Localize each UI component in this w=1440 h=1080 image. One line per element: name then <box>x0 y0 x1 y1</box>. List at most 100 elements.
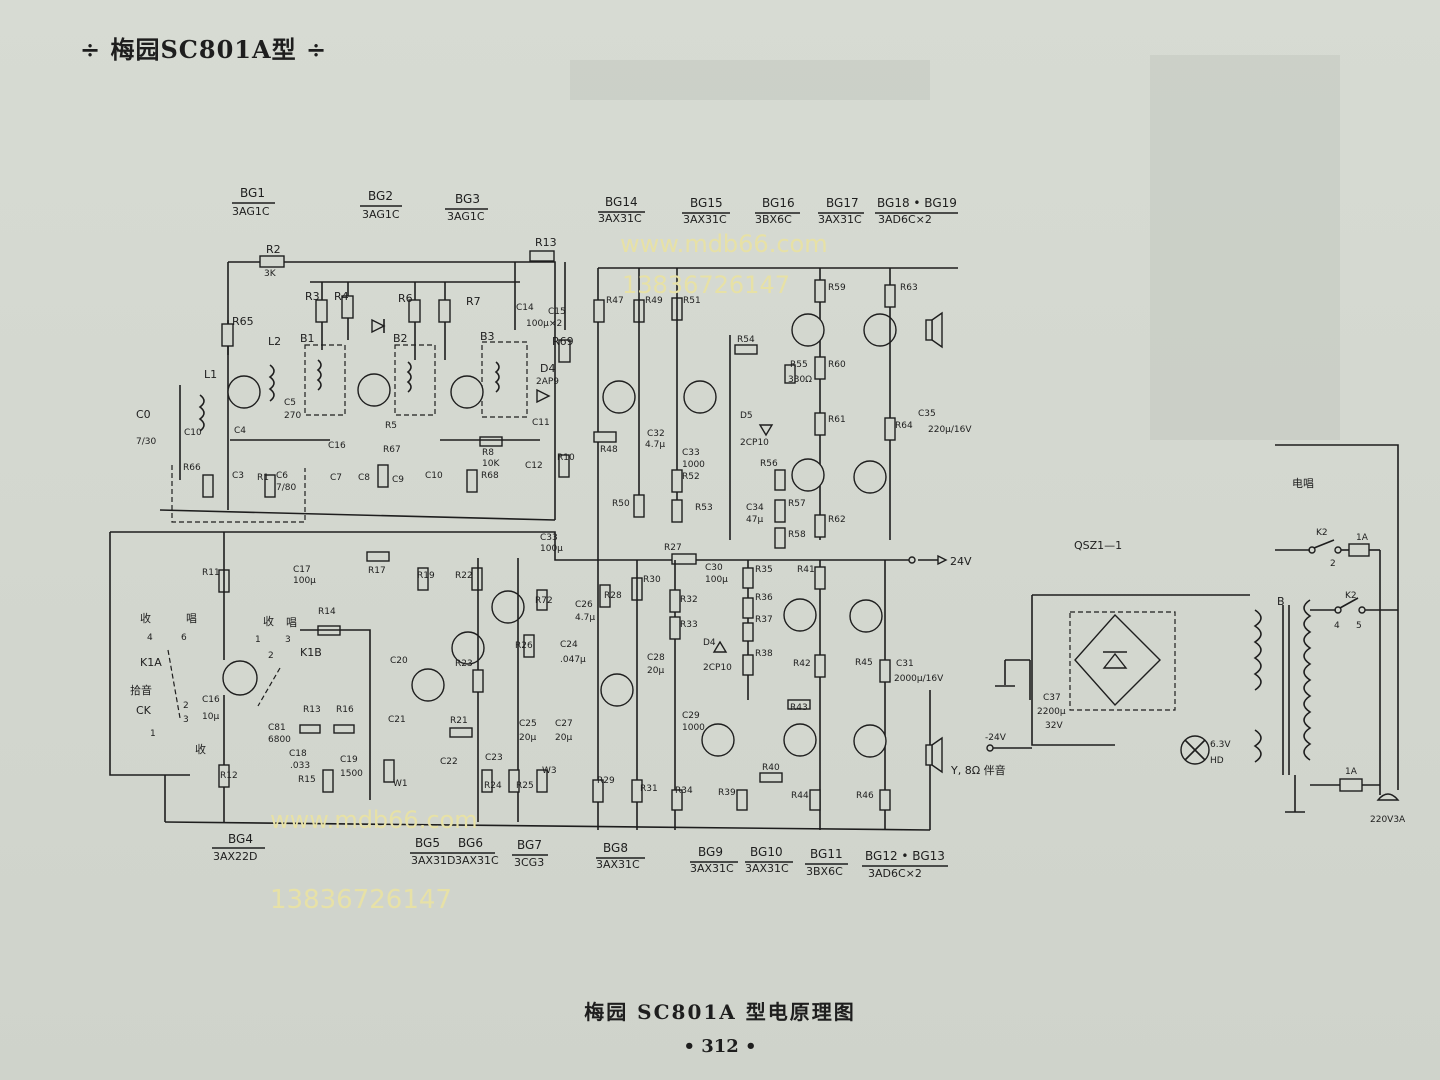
svg-text:R2: R2 <box>266 243 281 256</box>
bg15-transistor <box>683 380 717 414</box>
r41-resistor <box>814 566 826 590</box>
r63-resistor <box>884 284 896 308</box>
r37-resistor <box>742 622 754 642</box>
svg-text:6800: 6800 <box>268 735 291 745</box>
svg-text:1500: 1500 <box>340 769 363 779</box>
svg-text:R42: R42 <box>793 659 811 669</box>
r2-resistor <box>259 255 285 268</box>
svg-text:唱: 唱 <box>186 612 197 625</box>
svg-text:R19: R19 <box>417 571 435 581</box>
svg-text:R38: R38 <box>755 649 773 659</box>
r38-resistor <box>742 654 754 676</box>
bg3-type: 3AG1C <box>447 210 485 223</box>
r50-resistor <box>633 494 645 518</box>
bg4-type: 3AX22D <box>213 850 258 863</box>
svg-text:C20: C20 <box>390 656 408 666</box>
bg3-transistor <box>450 375 484 409</box>
r19-resistor <box>417 567 429 591</box>
svg-text:C18: C18 <box>289 749 307 759</box>
svg-text:R12: R12 <box>220 771 238 781</box>
svg-text:C37: C37 <box>1043 693 1061 703</box>
watermark-phone-bottom: 13836726147 <box>270 885 452 915</box>
bleed-through-block <box>1150 55 1340 440</box>
svg-text:R56: R56 <box>760 459 778 469</box>
bg11-ref: BG11 <box>810 847 843 861</box>
bg14-type: 3AX31C <box>598 212 642 225</box>
svg-text:R1: R1 <box>257 473 269 483</box>
svg-text:2CP10: 2CP10 <box>703 663 732 673</box>
svg-text:C5: C5 <box>284 398 296 408</box>
svg-text:270: 270 <box>284 411 301 421</box>
svg-text:R3: R3 <box>305 290 320 303</box>
svg-text:R10: R10 <box>557 453 575 463</box>
svg-text:B: B <box>1277 595 1285 608</box>
svg-text:C24: C24 <box>560 640 578 650</box>
svg-text:D4: D4 <box>703 638 716 648</box>
svg-text:R15: R15 <box>298 775 316 785</box>
svg-text:W1: W1 <box>393 779 408 789</box>
bg14-ref: BG14 <box>605 195 638 209</box>
r62-resistor <box>814 514 826 538</box>
bg7-ref: BG7 <box>517 838 542 852</box>
svg-text:R33: R33 <box>680 620 698 630</box>
page-title: ÷ 梅园SC801A型 ÷ <box>80 35 328 64</box>
svg-text:R35: R35 <box>755 565 773 575</box>
svg-text:R53: R53 <box>695 503 713 513</box>
d5-diode <box>758 424 774 437</box>
svg-text:1: 1 <box>255 635 261 645</box>
svg-text:R44: R44 <box>791 791 809 801</box>
bg12-13-ref: BG12 • BG13 <box>865 849 945 863</box>
svg-text:R22: R22 <box>455 571 473 581</box>
svg-text:R57: R57 <box>788 499 806 509</box>
svg-text:C8: C8 <box>358 473 370 483</box>
svg-text:拾音: 拾音 <box>130 683 152 697</box>
svg-text:R11: R11 <box>202 568 220 578</box>
watermark-url-bottom: www.mdb66.com <box>270 806 478 834</box>
power-supply: QSZ1—1 C37 2200μ 32V -24V B <box>985 444 1406 825</box>
svg-text:C30: C30 <box>705 563 723 573</box>
bg16-transistor <box>791 313 825 347</box>
svg-text:R13: R13 <box>303 705 321 715</box>
svg-text:6.3V: 6.3V <box>1210 740 1231 750</box>
svg-text:Y, 8Ω 伴音: Y, 8Ω 伴音 <box>950 763 1006 777</box>
svg-text:C32: C32 <box>647 429 665 439</box>
svg-text:R52: R52 <box>682 472 700 482</box>
svg-text:2: 2 <box>268 651 274 661</box>
svg-text:.047μ: .047μ <box>560 655 586 665</box>
bg12-transistor <box>849 599 883 633</box>
svg-text:20μ: 20μ <box>647 666 664 676</box>
svg-text:R46: R46 <box>856 791 874 801</box>
r67-resistor <box>377 464 389 488</box>
svg-text:C22: C22 <box>440 757 458 767</box>
r31-resistor <box>631 779 643 803</box>
svg-text:R51: R51 <box>683 296 701 306</box>
bg7-type: 3CG3 <box>514 856 544 869</box>
svg-text:C31: C31 <box>896 659 914 669</box>
r23-resistor <box>472 669 484 693</box>
svg-text:L2: L2 <box>268 335 281 348</box>
bg16-type: 3BX6C <box>755 213 792 226</box>
bg16-ref: BG16 <box>762 196 795 210</box>
svg-text:3: 3 <box>183 715 189 725</box>
svg-text:C21: C21 <box>388 715 406 725</box>
svg-text:收: 收 <box>263 614 274 628</box>
preamp-section: R11 R12 C17 100μ R17 R19 R22 收 唱 4 6 K1A… <box>109 532 931 831</box>
svg-text:1000: 1000 <box>682 460 705 470</box>
r35-resistor <box>742 567 754 589</box>
bg18-19-type: 3AD6C×2 <box>878 213 932 226</box>
mains-plug <box>1376 793 1400 801</box>
svg-text:CK: CK <box>136 704 152 717</box>
svg-text:220μ/16V: 220μ/16V <box>928 425 972 435</box>
r22-resistor <box>471 567 483 591</box>
bg18-19-ref: BG18 • BG19 <box>877 196 957 210</box>
rf-if-section: R2 3K R3 R4 R6 R7 R65 R13 C14 <box>136 236 575 523</box>
svg-text:R63: R63 <box>900 283 918 293</box>
svg-text:C33: C33 <box>540 533 558 543</box>
svg-text:47μ: 47μ <box>746 515 763 525</box>
bg2-ref: BG2 <box>368 189 393 203</box>
r26-resistor <box>523 634 535 658</box>
r52-resistor <box>671 469 683 493</box>
svg-text:R64: R64 <box>895 421 913 431</box>
bg5-type: 3AX31D <box>411 854 456 867</box>
